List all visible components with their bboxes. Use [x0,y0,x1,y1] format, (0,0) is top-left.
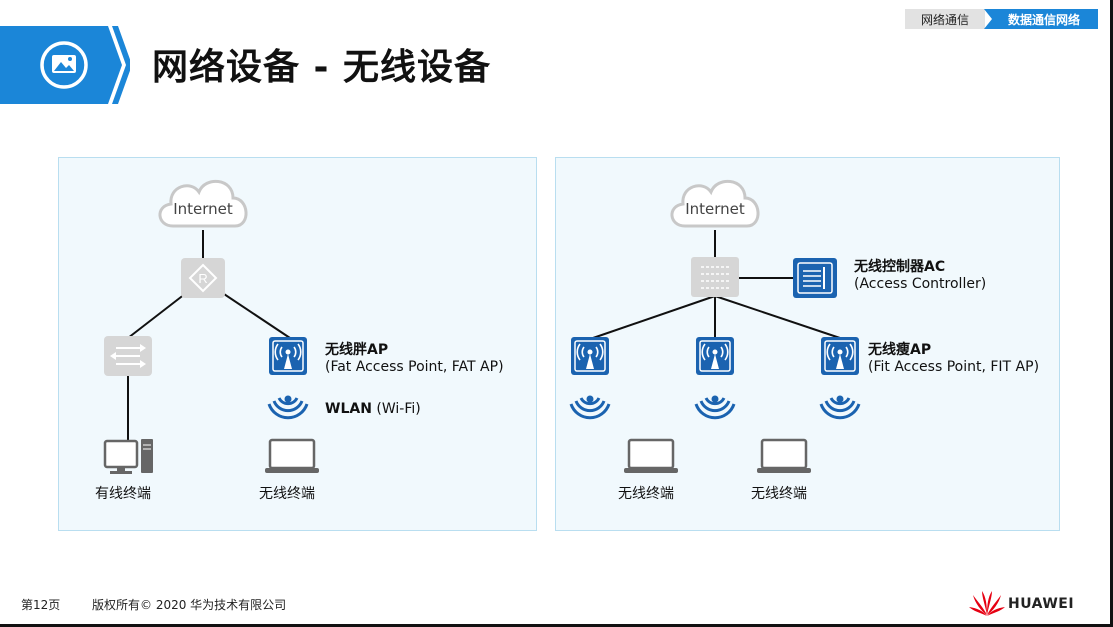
desktop-pc-icon [103,439,153,474]
switch-icon [104,336,152,376]
laptop-icon [622,438,680,475]
wlan-subtitle: (Wi-Fi) [376,401,421,417]
fat-ap-subtitle: (Fat Access Point, FAT AP) [325,359,504,375]
wlan-title: WLAN [325,401,372,417]
wired-terminal-label: 有线终端 [95,486,151,502]
wireless-ap-icon [570,336,610,376]
wifi-signal-icon [694,394,736,420]
internet-label: Internet [685,200,745,218]
router-icon: R [181,258,225,298]
wlan-label: WLAN (Wi-Fi) [325,401,421,417]
fit-ap-subtitle: (Fit Access Point, FIT AP) [868,359,1040,375]
copyright-text: 版权所有© 2020 华为技术有限公司 [92,598,287,612]
wireless-terminal-label: 无线终端 [751,486,807,502]
switch-icon [691,257,739,297]
ac-title: 无线控制器AC [854,259,946,275]
picture-icon [40,41,88,89]
breadcrumb-item-data-comm[interactable]: 数据通信网络 [984,9,1098,29]
access-controller-icon [793,258,837,298]
internet-label: Internet [173,200,233,218]
breadcrumb-item-network-comm[interactable]: 网络通信 [905,9,985,29]
page-number: 第12页 [21,598,61,612]
brand-name: HUAWEI [1008,596,1075,612]
wifi-signal-icon [569,394,611,420]
wireless-terminal-label: 无线终端 [618,486,674,502]
wifi-signal-icon [819,394,861,420]
wireless-ap-icon [695,336,735,376]
wireless-ap-icon [820,336,860,376]
huawei-logo-icon [969,591,1005,616]
wifi-signal-icon [267,394,309,420]
ac-subtitle: (Access Controller) [854,276,987,292]
wireless-terminal-label: 无线终端 [259,486,315,502]
laptop-icon [263,438,321,475]
fit-ap-title: 无线瘦AP [868,342,932,358]
fat-ap-title: 无线胖AP [325,342,389,358]
wireless-ap-icon [268,336,308,376]
laptop-icon [755,438,813,475]
title-badge [0,26,130,104]
svg-text:R: R [198,271,207,286]
page-title: 网络设备 - 无线设备 [152,47,492,88]
